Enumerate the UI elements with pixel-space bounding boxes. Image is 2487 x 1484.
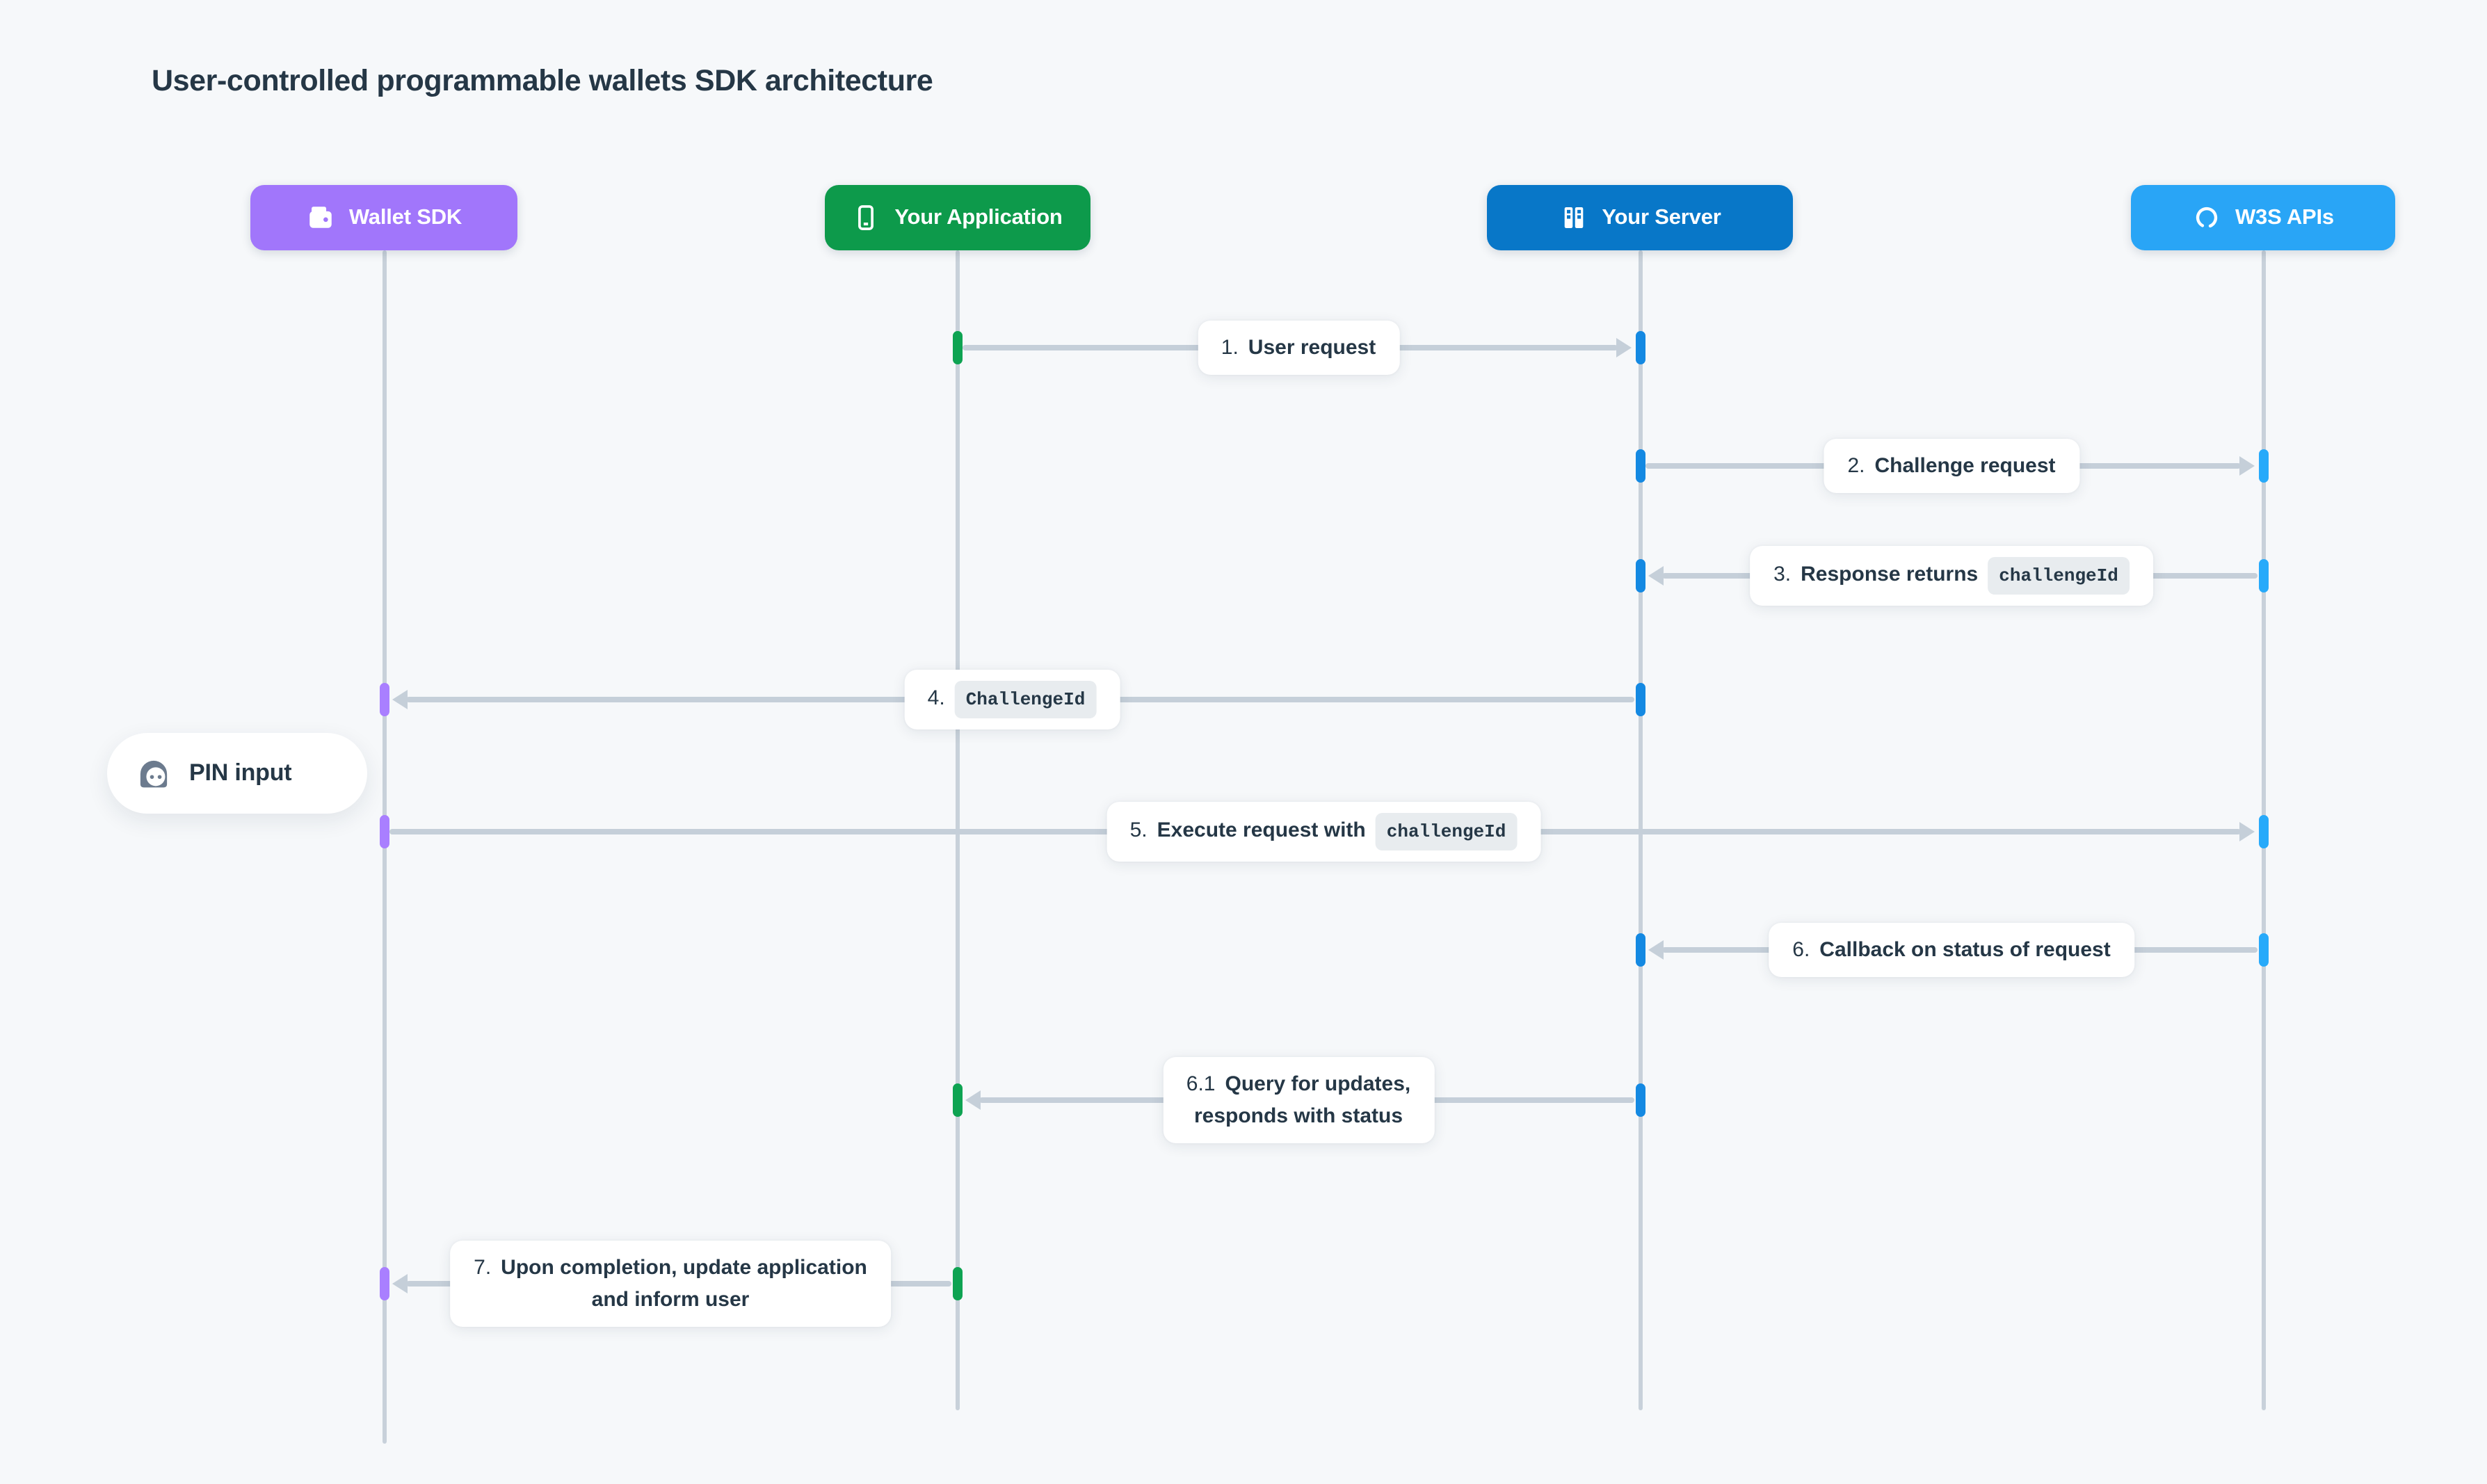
- actor-header-your-application: Your Application: [824, 185, 1090, 250]
- code-chip: challengeId: [1988, 557, 2130, 595]
- message-label: 2. Challenge request: [1824, 439, 2079, 493]
- message-label: 5. Execute request with challengeId: [1106, 802, 1541, 862]
- activation-your-application: [952, 1267, 962, 1300]
- refresh-icon: [2192, 203, 2221, 232]
- activation-your-server: [1635, 933, 1645, 967]
- activation-your-server: [1635, 449, 1645, 483]
- code-chip: challengeId: [1375, 813, 1518, 850]
- message-text: responds with status: [1193, 1104, 1403, 1128]
- activation-your-server: [1635, 331, 1645, 364]
- wallet-icon: [306, 203, 335, 232]
- message-label: 6. Callback on status of request: [1769, 923, 2134, 977]
- activation-wallet-sdk: [379, 815, 389, 848]
- message-text: Response returns: [1801, 563, 1979, 586]
- diagram-title: User-controlled programmable wallets SDK…: [152, 64, 933, 97]
- arrow-head: [2239, 822, 2255, 841]
- activation-wallet-sdk: [379, 1267, 389, 1300]
- note-pin-input: PIN input: [107, 733, 367, 814]
- message-label: 1. User request: [1197, 321, 1400, 375]
- activation-w3s-apis: [2258, 449, 2268, 483]
- arrow-head: [2239, 456, 2255, 476]
- message-number: 7.: [474, 1256, 492, 1280]
- actor-header-your-server: Your Server: [1487, 185, 1793, 250]
- message-number: 5.: [1129, 818, 1148, 842]
- activation-your-server: [1635, 559, 1645, 592]
- server-icon: [1559, 203, 1588, 232]
- actor-label: Your Application: [894, 205, 1063, 229]
- message-label: 7. Upon completion, update application and…: [450, 1241, 891, 1327]
- message-text: Query for updates,: [1225, 1072, 1411, 1096]
- activation-w3s-apis: [2258, 933, 2268, 967]
- message-label: 3. Response returns challengeId: [1750, 546, 2153, 606]
- message-number: 4.: [927, 686, 945, 710]
- message-number: 1.: [1221, 336, 1239, 360]
- face-icon: [135, 755, 172, 792]
- message-text: and inform user: [591, 1288, 750, 1312]
- activation-your-server: [1635, 683, 1645, 716]
- arrow-head: [392, 1274, 408, 1293]
- actor-label: W3S APIs: [2235, 205, 2334, 229]
- activation-your-server: [1635, 1083, 1645, 1117]
- actor-header-wallet-sdk: Wallet SDK: [250, 185, 517, 250]
- message-text: User request: [1248, 336, 1376, 360]
- arrow-head: [392, 690, 408, 709]
- activation-wallet-sdk: [379, 683, 389, 716]
- actor-label: Wallet SDK: [348, 205, 462, 229]
- activation-your-application: [952, 331, 962, 364]
- activation-w3s-apis: [2258, 559, 2268, 592]
- activation-w3s-apis: [2258, 815, 2268, 848]
- arrow-head: [965, 1090, 981, 1110]
- phone-icon: [851, 203, 880, 232]
- arrow-head: [1648, 940, 1664, 960]
- activation-your-application: [952, 1083, 962, 1117]
- message-text: Challenge request: [1874, 454, 2056, 478]
- arrow-head: [1616, 338, 1632, 357]
- arrow-head: [1648, 566, 1664, 586]
- note-label: PIN input: [189, 759, 292, 786]
- message-number: 3.: [1773, 563, 1792, 586]
- code-chip: ChallengeId: [954, 681, 1097, 718]
- message-label: 4. ChallengeId: [903, 670, 1120, 729]
- message-text: Upon completion, update application: [501, 1256, 867, 1280]
- message-number: 6.1: [1186, 1072, 1216, 1096]
- actor-label: Your Server: [1602, 205, 1721, 229]
- message-text: Execute request with: [1157, 818, 1366, 842]
- message-text: Callback on status of request: [1819, 938, 2111, 962]
- message-label: 6.1 Query for updates, responds with statu…: [1162, 1057, 1435, 1143]
- actor-header-w3s-apis: W3S APIs: [2131, 185, 2395, 250]
- message-number: 2.: [1847, 454, 1865, 478]
- message-number: 6.: [1792, 938, 1810, 962]
